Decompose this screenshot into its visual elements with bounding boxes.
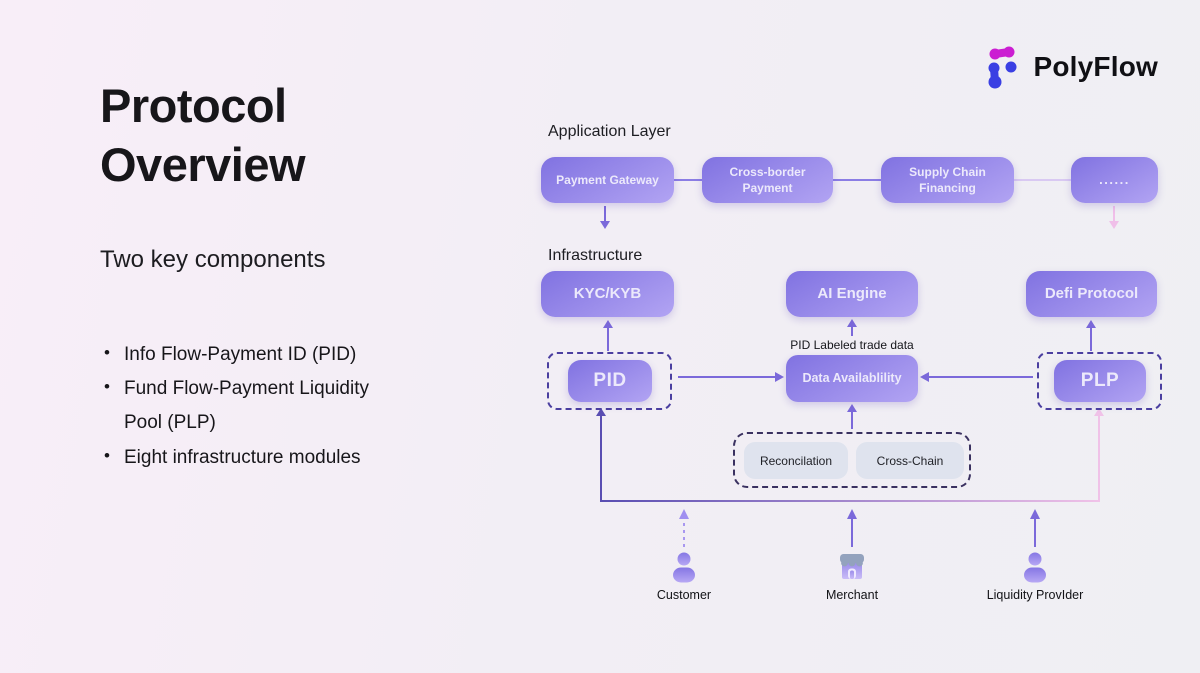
pid-dashed-container: PID [547, 352, 672, 410]
data-availability-label: Data Availablility [802, 371, 902, 386]
app-box-payment-gateway: Payment Gateway [541, 157, 674, 203]
infra-box-defi-protocol: Defi Protocol [1026, 271, 1157, 317]
bullet-item: Info Flow-Payment ID (PID) [100, 338, 400, 372]
customer-person-icon [673, 552, 695, 583]
infra-box-label: AI Engine [817, 284, 887, 302]
actor-liquidity-provider: Liquidity ProvIder [975, 552, 1095, 602]
page-title: Protocol Overview [100, 79, 306, 192]
actor-label: Merchant [825, 588, 879, 602]
actor-customer: Customer [644, 552, 724, 602]
app-box-supply-chain-financing: Supply Chain Financing [881, 157, 1014, 203]
infra-box-ai-engine: AI Engine [786, 271, 918, 317]
data-availability-box: Data Availablility [786, 355, 918, 402]
polyflow-logo-icon [988, 46, 1016, 89]
brand-name: PolyFlow [1033, 51, 1158, 82]
infra-box-label: KYC/KYB [573, 284, 642, 302]
module-label: Reconcilation [759, 453, 833, 468]
infra-box-kyc-kyb: KYC/KYB [541, 271, 674, 317]
app-box-more: ...... [1071, 157, 1158, 203]
app-box-label: Supply Chain Financing [909, 164, 986, 195]
infrastructure-label: Infrastructure [548, 247, 643, 264]
pid-box: PID [568, 360, 652, 402]
brand-logo: PolyFlow [982, 44, 1159, 90]
bullet-list: Info Flow-Payment ID (PID) Fund Flow-Pay… [100, 338, 400, 475]
liquidity-provider-person-icon [1024, 552, 1046, 583]
plp-box: PLP [1054, 360, 1146, 402]
bullet-item: Fund Flow-Payment Liquidity Pool (PLP) [100, 372, 400, 440]
module-label: Cross-Chain [876, 453, 944, 468]
pid-labeled-trade-data-label: PID Labeled trade data [790, 338, 914, 352]
app-box-label: ...... [1099, 172, 1130, 188]
pid-box-label: PID [593, 370, 627, 392]
merchant-store-icon [840, 554, 864, 579]
actor-merchant: Merchant [812, 552, 892, 602]
plp-box-label: PLP [1080, 370, 1120, 392]
plp-dashed-container: PLP [1037, 352, 1162, 410]
module-reconcilation: Reconcilation [744, 442, 848, 479]
actor-label: Liquidity ProvIder [986, 588, 1084, 602]
infra-box-label: Defi Protocol [1044, 284, 1139, 302]
bullet-item: Eight infrastructure modules [100, 441, 400, 475]
module-cross-chain: Cross-Chain [856, 442, 964, 479]
app-box-label: Cross-border Payment [729, 164, 806, 195]
app-box-label: Payment Gateway [556, 172, 659, 187]
subtitle: Two key components [100, 246, 326, 273]
application-layer-label: Application Layer [548, 123, 671, 140]
app-box-cross-border-payment: Cross-border Payment [702, 157, 833, 203]
actor-label: Customer [656, 588, 712, 602]
modules-dashed-container: Reconcilation Cross-Chain [733, 432, 971, 488]
